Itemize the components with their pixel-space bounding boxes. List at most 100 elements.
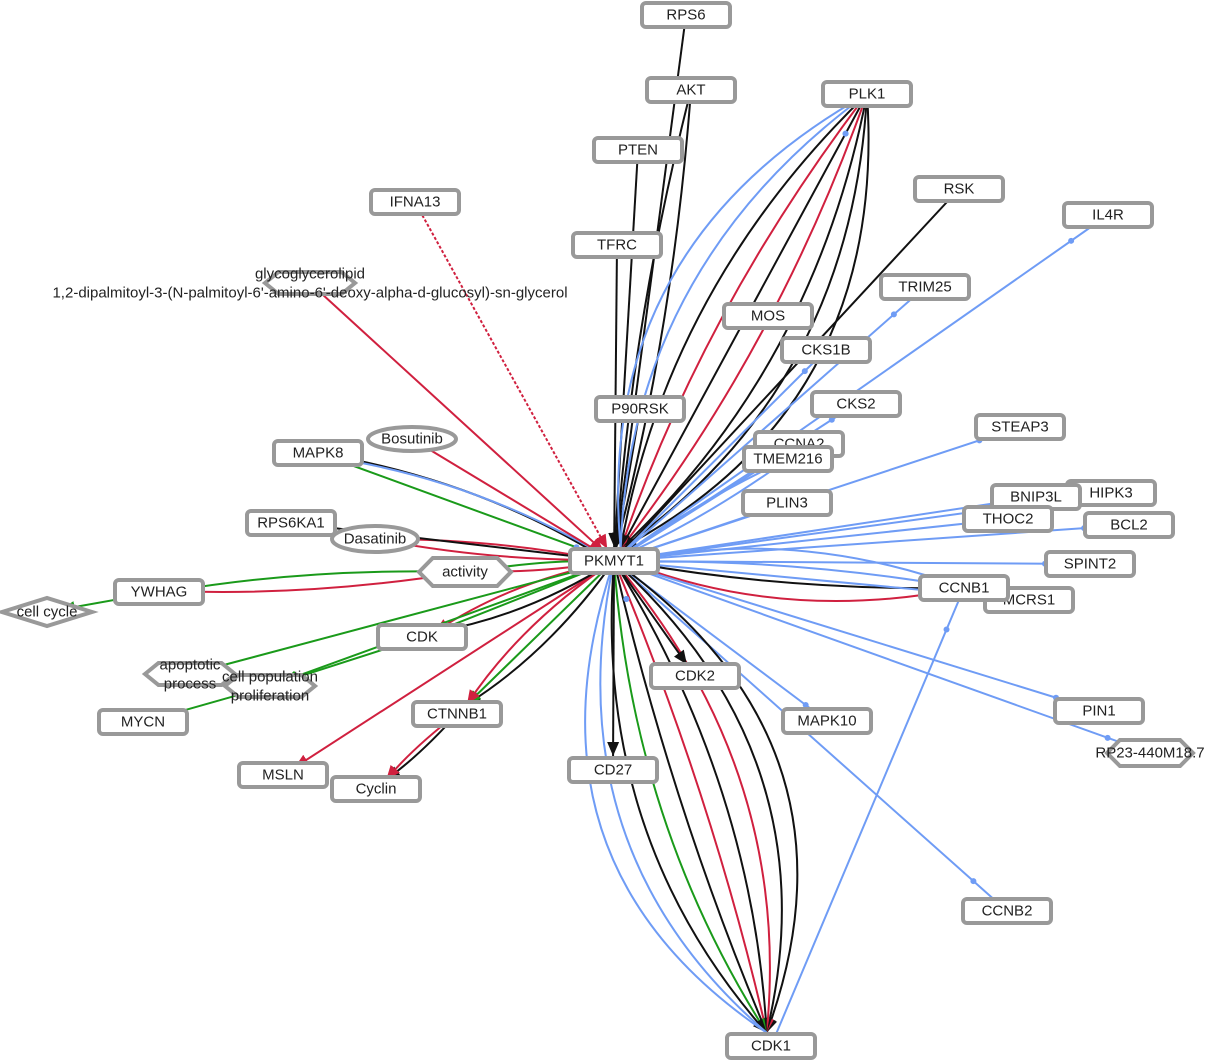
node-shape <box>974 413 1066 441</box>
node-label: SPINT2 <box>1064 556 1117 573</box>
edge-endpoint-dot <box>828 416 835 423</box>
node-cks1b[interactable]: CKS1B <box>780 336 872 364</box>
edge-pkmyt1-cdk1 <box>613 560 768 1034</box>
node-shape <box>416 556 514 588</box>
node-ccnb1[interactable]: CCNB1 <box>918 574 1010 602</box>
node-plin3[interactable]: PLIN3 <box>741 489 833 517</box>
node-akt[interactable]: AKT <box>645 76 737 104</box>
node-label-secondary: proliferation <box>231 688 309 705</box>
node-shape <box>113 578 205 606</box>
edge-endpoint-dot <box>802 702 809 708</box>
node-dasatinib[interactable]: Dasatinib <box>330 524 420 554</box>
node-label: PIN1 <box>1082 703 1115 720</box>
node-mos[interactable]: MOS <box>722 302 814 330</box>
node-rp23[interactable]: RP23-440M18.7 <box>1095 738 1205 768</box>
edge-cks1b-pkmyt1 <box>623 349 827 552</box>
node-mapk8[interactable]: MAPK8 <box>272 439 364 467</box>
node-shape <box>1083 511 1175 539</box>
node-label: CKS1B <box>801 342 850 359</box>
edge-pkmyt1-cdk1 <box>613 560 768 1034</box>
edge-pkmyt1-cd27 <box>607 560 620 757</box>
node-bosutinib[interactable]: Bosutinib <box>366 425 458 453</box>
node-thoc2[interactable]: THOC2 <box>962 505 1054 533</box>
edge-pkmyt1-cdk1 <box>613 560 770 1033</box>
node-label: PLIN3 <box>766 495 808 512</box>
node-glyco[interactable]: glycoglycerolipid1,2-dipalmitoyl-3-(N-pa… <box>52 266 567 302</box>
node-shape <box>918 574 1010 602</box>
node-label: Cyclin <box>356 781 397 798</box>
node-label: CTNNB1 <box>427 706 487 723</box>
edge-ccnb2-pkmyt1 <box>623 569 1008 912</box>
node-rps6[interactable]: RPS6 <box>640 1 732 29</box>
edge-bosutinib-pkmyt1 <box>411 438 603 555</box>
edge-glyco-pkmyt1 <box>309 282 605 553</box>
edge-akt-pkmyt1 <box>613 89 692 548</box>
node-pten[interactable]: PTEN <box>592 136 684 164</box>
node-shape <box>645 76 737 104</box>
node-cdk[interactable]: CDK <box>376 623 468 651</box>
node-activity[interactable]: activity <box>416 556 514 588</box>
node-label: BNIP3L <box>1010 489 1062 506</box>
node-cdk1[interactable]: CDK1 <box>725 1032 817 1060</box>
node-label: PKMYT1 <box>584 553 644 570</box>
node-p90rsk[interactable]: P90RSK <box>594 395 686 423</box>
node-ifna13[interactable]: IFNA13 <box>369 188 461 216</box>
node-mapk10[interactable]: MAPK10 <box>781 707 873 735</box>
edge-plk1-pkmyt1 <box>620 93 870 550</box>
node-pin1[interactable]: PIN1 <box>1053 697 1145 725</box>
node-shape <box>962 505 1054 533</box>
node-label: BCL2 <box>1110 517 1148 534</box>
node-label: AKT <box>676 82 705 99</box>
node-shape <box>640 1 732 29</box>
node-spint2[interactable]: SPINT2 <box>1044 550 1136 578</box>
node-msln[interactable]: MSLN <box>237 761 329 789</box>
node-cks2[interactable]: CKS2 <box>810 390 902 418</box>
node-label: cell cycle <box>17 604 78 621</box>
node-bcl2[interactable]: BCL2 <box>1083 511 1175 539</box>
node-shape <box>237 761 329 789</box>
edge-endpoint-dot <box>1104 734 1111 741</box>
edge-ccnb1-pkmyt1 <box>627 561 965 603</box>
node-pkmyt1[interactable]: PKMYT1 <box>568 547 660 575</box>
node-ccnb2[interactable]: CCNB2 <box>961 897 1053 925</box>
node-shape <box>725 1032 817 1060</box>
node-cdk2[interactable]: CDK2 <box>649 662 741 690</box>
edge-endpoint-dot <box>943 626 950 633</box>
node-mycn[interactable]: MYCN <box>97 708 189 736</box>
node-ywhag[interactable]: YWHAG <box>113 578 205 606</box>
node-shape <box>366 425 458 453</box>
node-rsk[interactable]: RSK <box>913 175 1005 203</box>
node-cyclin[interactable]: Cyclin <box>330 775 422 803</box>
edge-pkmyt1-cellpop <box>282 560 615 683</box>
node-label: STEAP3 <box>991 419 1049 436</box>
node-label: RPS6 <box>666 7 705 24</box>
node-label: RP23-440M18.7 <box>1095 745 1204 762</box>
edge-pin1-pkmyt1 <box>627 564 1100 712</box>
node-rps6ka1[interactable]: RPS6KA1 <box>245 509 337 537</box>
node-steap3[interactable]: STEAP3 <box>974 413 1066 441</box>
edge-endpoint-dot <box>801 368 808 375</box>
node-label: CCNB1 <box>939 580 990 597</box>
node-trim25[interactable]: TRIM25 <box>879 273 971 301</box>
node-label: MAPK10 <box>797 713 856 730</box>
node-label: TRIM25 <box>898 279 951 296</box>
node-plk1[interactable]: PLK1 <box>821 80 913 108</box>
node-shape <box>821 80 913 108</box>
node-tfrc[interactable]: TFRC <box>571 231 663 259</box>
node-tmem216[interactable]: TMEM216 <box>742 445 834 473</box>
node-shape <box>913 175 1005 203</box>
node-il4r[interactable]: IL4R <box>1062 201 1154 229</box>
node-label: MAPK8 <box>293 445 344 462</box>
node-label-secondary: 1,2-dipalmitoyl-3-(N-palmitoyl-6'-amino-… <box>52 285 567 302</box>
node-cellcycle[interactable]: cell cycle <box>0 595 99 629</box>
edge-plk1-pkmyt1 <box>619 93 868 550</box>
node-ctnnb1[interactable]: CTNNB1 <box>411 700 503 728</box>
node-shape <box>567 756 659 784</box>
node-cd27[interactable]: CD27 <box>567 756 659 784</box>
node-shape <box>330 524 420 554</box>
node-label: MYCN <box>121 714 165 731</box>
node-shape <box>97 708 189 736</box>
